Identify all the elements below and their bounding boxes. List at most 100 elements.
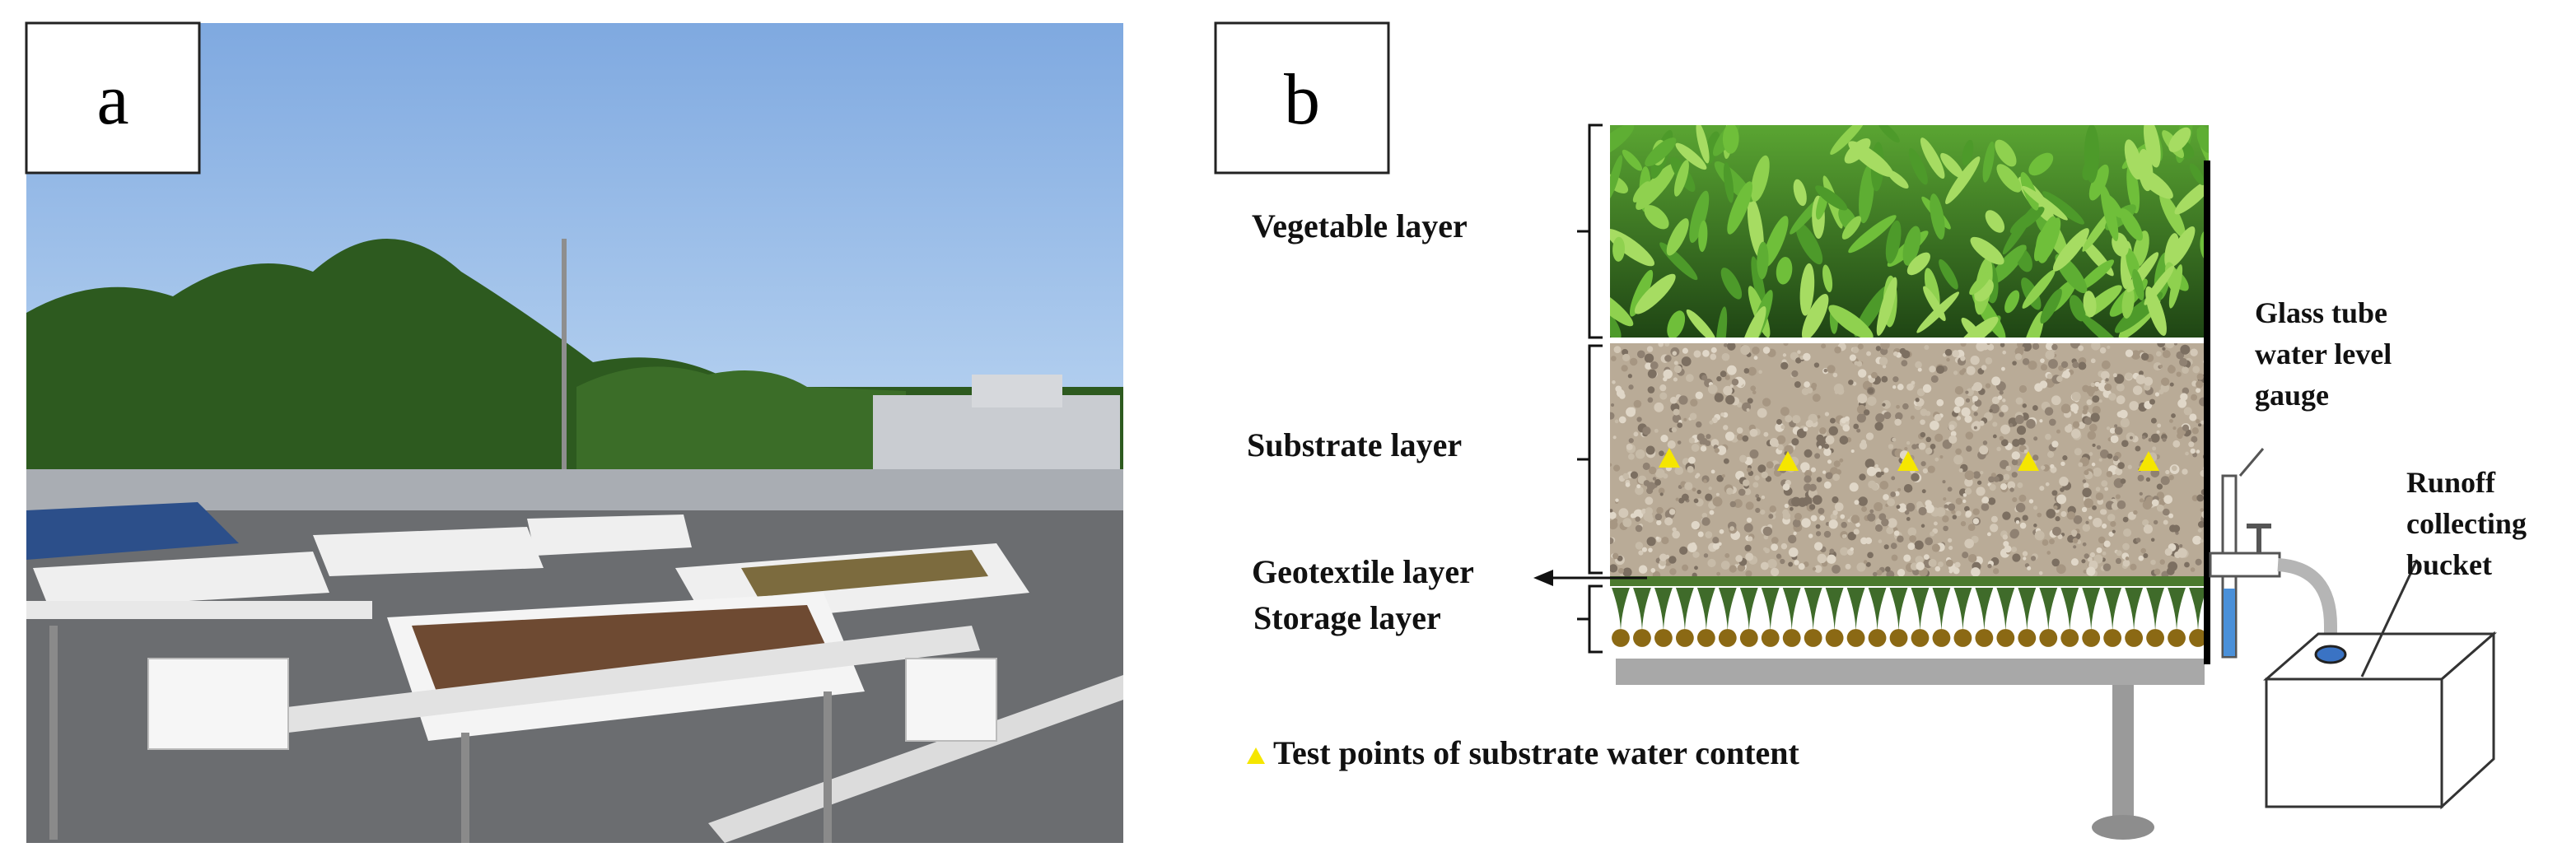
substrate-grain	[1948, 546, 1953, 551]
substrate-grain	[1925, 537, 1934, 546]
substrate-grain	[1887, 518, 1897, 528]
substrate-grain	[1661, 536, 1669, 545]
substrate-grain	[1882, 365, 1887, 369]
leaf	[1920, 137, 1945, 179]
substrate-grain	[2110, 520, 2116, 528]
substrate-grain	[1964, 538, 1974, 549]
leaf	[1982, 141, 1995, 183]
substrate-grain	[2093, 468, 2102, 477]
substrate-grain	[2152, 446, 2157, 451]
substrate-grain	[2153, 519, 2158, 525]
substrate-grain	[1791, 438, 1799, 446]
substrate-grain	[1652, 477, 1657, 481]
substrate-grain	[2192, 365, 2200, 374]
substrate-grain	[1853, 528, 1860, 535]
substrate-grain	[1903, 483, 1913, 493]
leaf	[1859, 164, 1874, 224]
substrate-grain	[2071, 392, 2081, 402]
substrate-grain	[1827, 365, 1836, 374]
substrate-grain	[1763, 534, 1769, 540]
substrate-grain	[1749, 449, 1759, 459]
label-storage-layer: Storage layer	[1253, 599, 1441, 636]
substrate-grain	[1788, 561, 1794, 567]
substrate-grain	[1633, 399, 1642, 408]
substrate-grain	[1720, 412, 1724, 417]
substrate-grain	[1755, 507, 1761, 514]
leaf	[1902, 226, 1921, 266]
substrate-grain	[1930, 443, 1936, 449]
substrate-grain	[1953, 370, 1958, 375]
substrate-grain	[1760, 510, 1766, 515]
substrate-grain	[1629, 357, 1638, 366]
leaf	[2159, 192, 2186, 238]
substrate-grain	[1962, 368, 1967, 373]
substrate-grain	[1948, 435, 1958, 444]
substrate-grain	[2162, 508, 2170, 516]
leaf	[1610, 125, 1635, 158]
leaf	[1634, 273, 1676, 314]
substrate-grain	[1890, 491, 1897, 497]
substrate-grain	[1973, 426, 1977, 430]
substrate-grain	[1834, 390, 1839, 394]
substrate-grain	[2012, 361, 2017, 365]
substrate-grain	[1791, 496, 1801, 507]
substrate-grain	[2114, 426, 2123, 435]
substrate-grain	[1723, 425, 1729, 431]
substrate-grain	[1762, 526, 1773, 537]
substrate-grain	[1633, 509, 1644, 519]
substrate-grain	[1782, 353, 1787, 357]
substrate-grain	[2084, 498, 2093, 508]
substrate-grain	[1630, 471, 1639, 479]
substrate-grain	[2109, 427, 2116, 434]
substrate-grain	[1915, 398, 1920, 403]
substrate-grain	[2172, 440, 2181, 448]
substrate-grain	[2150, 538, 2155, 542]
substrate-grain	[1856, 361, 1863, 367]
substrate-grain	[1687, 456, 1696, 464]
substrate-grain	[1716, 571, 1721, 576]
substrate-grain	[1925, 447, 1933, 455]
substrate-grain	[2062, 370, 2070, 379]
leaf	[2196, 126, 2209, 154]
leaf	[1739, 306, 1766, 338]
substrate-grain	[1797, 350, 1801, 354]
substrate-grain	[2116, 411, 2124, 418]
substrate-grain	[2091, 462, 2096, 467]
valve-stem	[2256, 527, 2261, 555]
substrate-grain	[1695, 391, 1703, 399]
substrate-grain	[1794, 381, 1801, 389]
substrate-grain	[1616, 389, 1625, 398]
substrate-grain	[1702, 349, 1710, 357]
stand-foot	[2092, 815, 2154, 840]
bucket-front	[2265, 677, 2443, 808]
substrate-grain	[2002, 534, 2009, 540]
leaf	[1720, 268, 1743, 300]
leaf	[2028, 152, 2054, 176]
substrate-grain	[1965, 510, 1972, 517]
substrate-grain	[1761, 471, 1768, 479]
substrate-grain	[1836, 469, 1842, 475]
substrate-grain	[2155, 351, 2162, 357]
storage-drainage-cell	[2018, 588, 2037, 634]
substrate-grain	[2124, 417, 2129, 423]
substrate-grain	[1960, 356, 1966, 361]
substrate-grain	[1918, 506, 1927, 516]
substrate-grain	[2084, 470, 2089, 476]
substrate-grain	[2032, 405, 2038, 411]
substrate-grain	[1804, 381, 1810, 388]
substrate-grain	[1701, 512, 1708, 519]
substrate-grain	[1803, 352, 1811, 361]
substrate-grain	[1696, 421, 1702, 428]
substrate-grain	[2104, 487, 2109, 491]
substrate-grain	[1965, 390, 1969, 394]
substrate-grain	[1685, 374, 1694, 383]
substrate-grain	[1827, 554, 1836, 564]
substrate-grain	[2158, 389, 2164, 395]
substrate-grain	[1981, 503, 1990, 511]
substrate-grain	[2122, 542, 2130, 551]
substrate-grain	[1673, 361, 1678, 365]
substrate-grain	[2051, 343, 2058, 351]
substrate-grain	[2082, 542, 2087, 547]
storage-reservoir-cell	[1846, 629, 1865, 647]
substrate-grain	[1916, 561, 1925, 571]
